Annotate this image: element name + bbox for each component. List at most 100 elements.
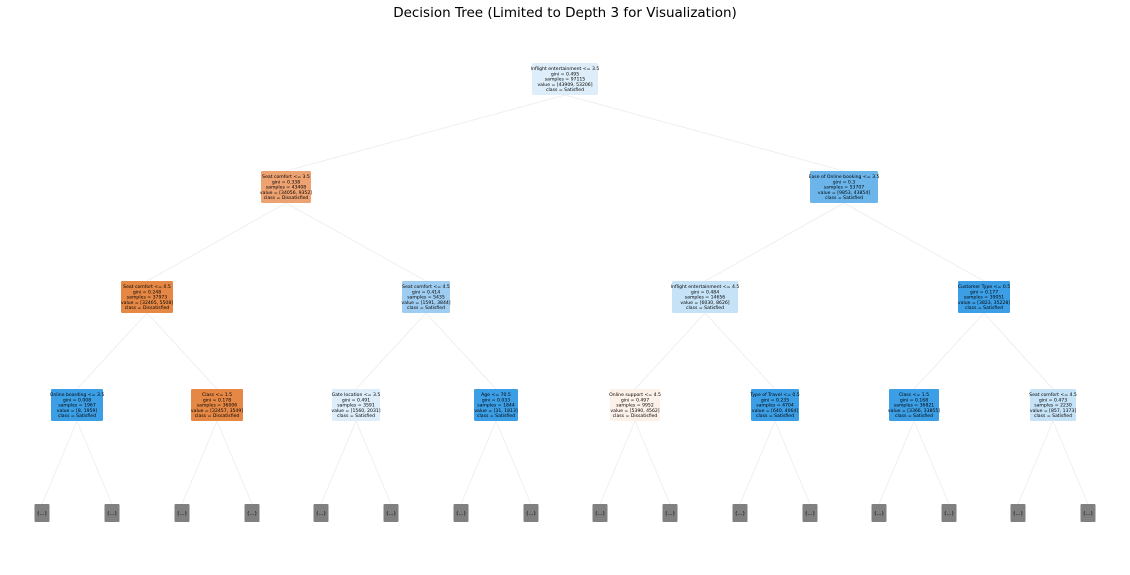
tree-edge (216, 420, 253, 505)
tree-edge (495, 420, 532, 505)
truncated-node-label: (...) (874, 511, 884, 517)
node-text-line: samples = 37973 (127, 295, 168, 301)
tree-edge (913, 312, 985, 390)
node-box (751, 389, 799, 421)
tree-edge (76, 420, 113, 505)
node-text-line: gini = 0.235 (761, 397, 789, 403)
tree-edge (774, 420, 811, 505)
truncated-node: (...) (802, 504, 818, 522)
node-text-line: samples = 1844 (477, 403, 515, 409)
node-text-line: class = Satisfied (477, 413, 515, 419)
node-text-line: class = Satisfied (58, 413, 96, 419)
truncated-node-box (244, 504, 260, 522)
truncated-node-label: (...) (735, 511, 745, 517)
node-text-line: value = [640, 4064] (752, 408, 798, 414)
node-text-line: samples = 9952 (616, 403, 654, 409)
node-text-line: gini = 0.178 (203, 397, 231, 403)
node-text-line: value = [43909, 53206] (537, 82, 592, 88)
node-box (191, 389, 243, 421)
tree-edge (983, 312, 1054, 390)
node-text-line: gini = 0.008 (63, 397, 91, 403)
node-text-line: samples = 36006 (197, 403, 238, 409)
truncated-node-box (1010, 504, 1026, 522)
node-text-line: value = [3366, 33855] (888, 408, 940, 414)
node-text-line: samples = 3591 (337, 403, 375, 409)
node-text-line: value = [32465, 5508] (121, 300, 173, 306)
node-text-line: gini = 0.338 (272, 179, 300, 185)
node-text-line: samples = 4704 (756, 403, 794, 409)
truncated-node-label: (...) (316, 511, 326, 517)
tree-edge (1052, 420, 1089, 505)
tree-edge (843, 202, 985, 282)
truncated-node-label: (...) (1013, 511, 1023, 517)
node-text-line: class = Satisfied (756, 413, 794, 419)
truncated-node-label: (...) (944, 511, 954, 517)
truncated-node: (...) (732, 504, 748, 522)
node-text-line: Type of Travel <= 0.5 (749, 392, 800, 398)
tree-edge (285, 94, 566, 172)
truncated-node-box (313, 504, 329, 522)
node-box (1030, 389, 1076, 421)
node-text-line: Inflight entertainment <= 4.5 (671, 284, 740, 290)
truncated-node-box (453, 504, 469, 522)
node-text-line: Seat comfort <= 3.5 (262, 174, 310, 180)
truncated-node: (...) (662, 504, 678, 522)
node-text-line: samples = 39051 (964, 295, 1005, 301)
node-text-line: value = [1560, 2031] (331, 408, 380, 414)
tree-edge (1017, 420, 1054, 505)
node-text-line: Online support <= 4.5 (609, 392, 661, 398)
node-text-line: Online boarding <= 3.5 (50, 392, 105, 398)
tree-edge (564, 94, 845, 172)
truncated-node-box (662, 504, 678, 522)
truncated-node-label: (...) (107, 511, 117, 517)
node-text-line: value = [31, 1813] (474, 408, 518, 414)
node-box (51, 389, 103, 421)
node-text-line: Age <= 70.5 (481, 392, 511, 398)
truncated-node-label: (...) (177, 511, 187, 517)
node-text-line: Inflight entertainment <= 3.5 (531, 66, 600, 72)
tree-edge (599, 420, 636, 505)
node-text-line: value = [857, 1373] (1030, 408, 1076, 414)
truncated-node: (...) (453, 504, 469, 522)
truncated-node: (...) (592, 504, 608, 522)
node-text-line: samples = 36821 (894, 403, 935, 409)
node-text-line: Class <= 1.5 (202, 392, 232, 398)
node-text-line: Ease of Online booking <= 3.5 (809, 174, 880, 180)
node-text-line: class = Satisfied (337, 413, 375, 419)
truncated-node: (...) (1010, 504, 1026, 522)
node-text-line: gini = 0.473 (1039, 397, 1067, 403)
tree-nodes: Inflight entertainment <= 3.5 gini = 0.49… (50, 63, 1077, 421)
truncated-node: (...) (313, 504, 329, 522)
node-text-line: samples = 1967 (58, 403, 96, 409)
truncated-node-box (802, 504, 818, 522)
tree-edge (913, 420, 950, 505)
truncated-node-label: (...) (665, 511, 675, 517)
truncated-node-box (941, 504, 957, 522)
node-text-line: class = Satisfied (825, 195, 863, 201)
tree-edge (460, 420, 497, 505)
node-box (889, 389, 939, 421)
tree-edge (704, 202, 845, 282)
tree-edge (146, 202, 287, 282)
node-text-line: samples = 2230 (1034, 403, 1072, 409)
node-box (810, 171, 878, 203)
truncated-node: (...) (871, 504, 887, 522)
node-text-line: class = Dissatisfied (125, 305, 170, 311)
tree-edge (355, 312, 427, 390)
node-text-line: gini = 0.491 (342, 397, 370, 403)
tree-edge (181, 420, 218, 505)
node-text-line: value = [3823, 35228] (958, 300, 1010, 306)
node-text-line: value = [1591, 3844] (401, 300, 450, 306)
truncated-node-box (592, 504, 608, 522)
node-text-line: samples = 5435 (407, 295, 445, 301)
node-text-line: gini = 0.414 (412, 289, 440, 295)
truncated-node: (...) (104, 504, 120, 522)
